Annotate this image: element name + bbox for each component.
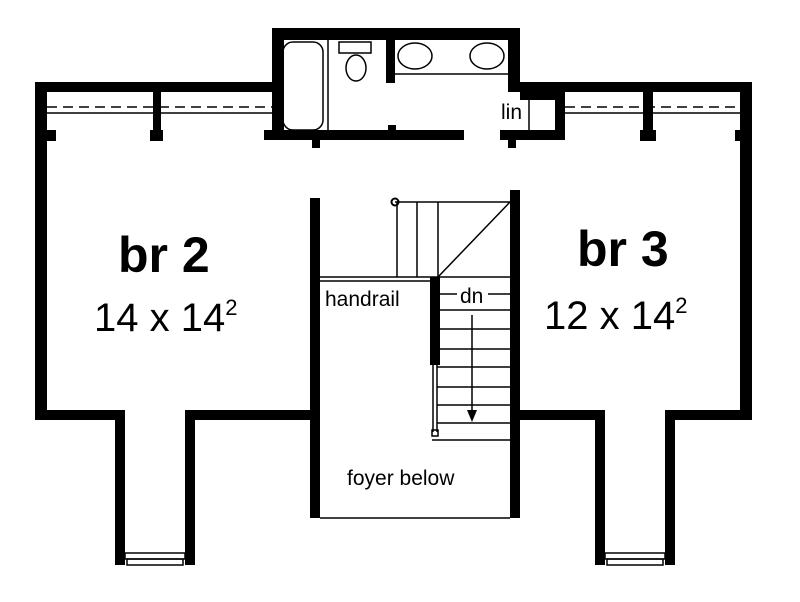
bathtub: [282, 41, 324, 131]
handrail-label: handrail: [325, 288, 400, 311]
toilet-bowl: [345, 54, 367, 82]
stairs-down-label: dn: [460, 285, 483, 308]
arrow-head-icon: [467, 410, 477, 422]
foyer-label: foyer below: [347, 467, 455, 490]
room-dimensions-br2: 14 x 142: [94, 295, 237, 340]
room-name-br3: br 3: [577, 221, 669, 277]
linen-closet-label: lin: [501, 101, 522, 124]
room-name-br2: br 2: [118, 227, 210, 283]
thin-lines: [47, 40, 740, 566]
newel-post: [390, 197, 400, 207]
sink: [469, 42, 505, 70]
toilet-tank: [338, 41, 372, 54]
walls: [35, 28, 752, 565]
sink: [397, 42, 433, 70]
room-dimensions-br3: 12 x 142: [544, 293, 687, 338]
